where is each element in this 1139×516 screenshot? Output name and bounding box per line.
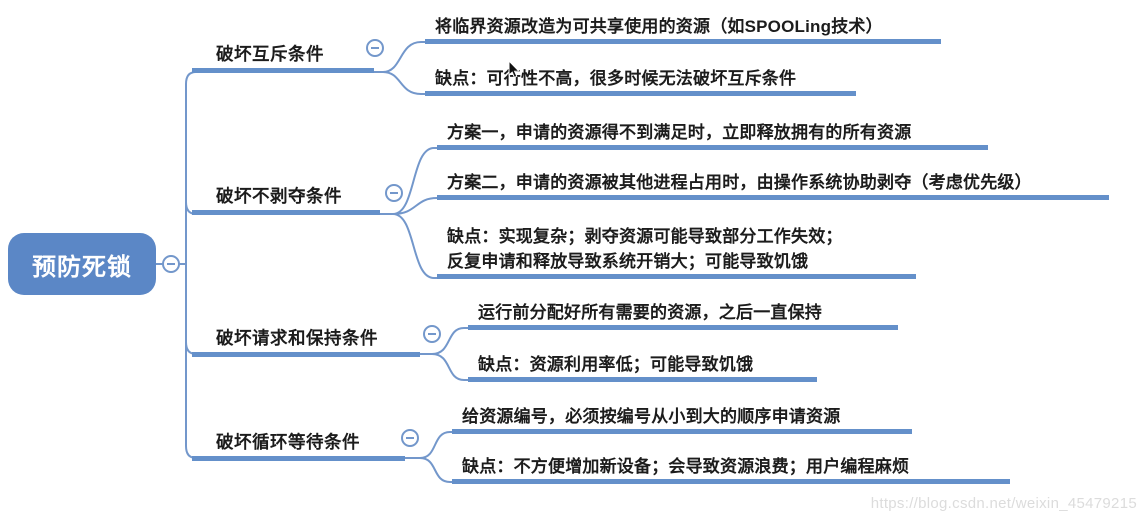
leaf-text: 给资源编号，必须按编号从小到大的顺序申请资源 xyxy=(462,407,841,426)
collapse-minus-icon-circular-wait[interactable] xyxy=(401,429,419,447)
leaf-node[interactable]: 缺点：资源利用率低；可能导致饥饿 xyxy=(468,352,817,382)
leaf-node[interactable]: 方案一，申请的资源得不到满足时，立即释放拥有的所有资源 xyxy=(437,120,988,150)
leaf-node[interactable]: 缺点：实现复杂；剥夺资源可能导致部分工作失效； 反复申请和释放导致系统开销大；可… xyxy=(437,224,916,279)
branch-label: 破坏互斥条件 xyxy=(216,44,324,64)
root-node-deadlock-prevention[interactable]: 预防死锁 xyxy=(8,233,156,295)
collapse-minus-icon-mutex[interactable] xyxy=(366,39,384,57)
collapse-minus-icon-request-and-hold[interactable] xyxy=(423,325,441,343)
leaf-node[interactable]: 方案二，申请的资源被其他进程占用时，由操作系统协助剥夺（考虑优先级） xyxy=(437,170,1109,200)
root-node-label: 预防死锁 xyxy=(32,253,132,281)
leaf-text: 缺点：不方便增加新设备；会导致资源浪费；用户编程麻烦 xyxy=(462,457,910,476)
branch-node-no-preemption[interactable]: 破坏不剥夺条件 xyxy=(192,182,380,215)
connector-branch4-fan xyxy=(399,431,455,483)
branch-label: 破坏循环等待条件 xyxy=(216,432,360,452)
branch-node-request-and-hold[interactable]: 破坏请求和保持条件 xyxy=(192,324,420,357)
leaf-text: 运行前分配好所有需要的资源，之后一直保持 xyxy=(478,303,822,322)
leaf-text: 方案一，申请的资源得不到满足时，立即释放拥有的所有资源 xyxy=(447,123,912,142)
leaf-text: 缺点：资源利用率低；可能导致饥饿 xyxy=(478,355,754,374)
branch-node-mutex[interactable]: 破坏互斥条件 xyxy=(192,40,374,73)
branch-node-circular-wait[interactable]: 破坏循环等待条件 xyxy=(192,428,405,461)
leaf-text: 方案二，申请的资源被其他进程占用时，由操作系统协助剥夺（考虑优先级） xyxy=(447,173,1032,192)
watermark-url: https://blog.csdn.net/weixin_45479215 xyxy=(870,495,1137,512)
connector-branch3-fan xyxy=(416,327,469,381)
leaf-node[interactable]: 缺点：可行性不高，很多时候无法破坏互斥条件 xyxy=(425,66,856,96)
leaf-text: 反复申请和释放导致系统开销大；可能导致饥饿 xyxy=(447,252,809,271)
leaf-node[interactable]: 运行前分配好所有需要的资源，之后一直保持 xyxy=(468,300,898,330)
connector-branch2-fan xyxy=(379,147,440,279)
connector-spine xyxy=(185,71,197,459)
leaf-node[interactable]: 缺点：不方便增加新设备；会导致资源浪费；用户编程麻烦 xyxy=(452,454,1010,484)
leaf-text: 缺点：可行性不高，很多时候无法破坏互斥条件 xyxy=(435,69,797,88)
connector-branch1-fan xyxy=(373,41,428,95)
branch-label: 破坏不剥夺条件 xyxy=(216,186,342,206)
leaf-text: 将临界资源改造为可共享使用的资源（如SPOOLing技术） xyxy=(435,17,883,36)
mouse-cursor-icon xyxy=(508,61,521,79)
leaf-node[interactable]: 将临界资源改造为可共享使用的资源（如SPOOLing技术） xyxy=(425,14,941,44)
collapse-minus-icon-no-preemption[interactable] xyxy=(385,184,403,202)
leaf-text: 缺点：实现复杂；剥夺资源可能导致部分工作失效； xyxy=(447,227,843,246)
branch-label: 破坏请求和保持条件 xyxy=(216,328,378,348)
collapse-minus-icon-root[interactable] xyxy=(162,255,180,273)
leaf-node[interactable]: 给资源编号，必须按编号从小到大的顺序申请资源 xyxy=(452,404,912,434)
